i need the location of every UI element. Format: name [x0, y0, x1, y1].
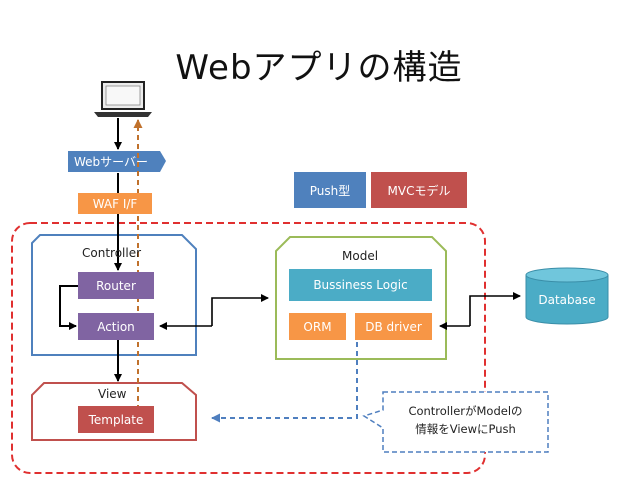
database-cylinder [525, 267, 609, 325]
waf-if-box: WAF I/F [78, 193, 152, 214]
database-label: Database [538, 293, 596, 307]
push-type-box: Push型 [294, 172, 366, 208]
orm-box: ORM [289, 313, 346, 340]
view-label: View [98, 387, 127, 401]
mvc-model-box: MVCモデル [371, 172, 467, 208]
template-box: Template [78, 406, 154, 433]
callout-line-1: ControllerがModelの [408, 404, 523, 418]
web-server-shape [68, 151, 166, 172]
web-server-label: Webサーバー [74, 155, 149, 169]
push-path-arrow [211, 342, 358, 423]
callout-shape [362, 391, 549, 453]
laptop-icon [94, 81, 152, 117]
callout-line-2: 情報をViewにPush [415, 422, 516, 436]
arrow-action-to-model [211, 294, 269, 326]
page-title: Webアプリの構造 [175, 48, 463, 88]
business-logic-box: Bussiness Logic [289, 269, 432, 301]
router-box: Router [78, 272, 154, 299]
arrow-router-to-action [59, 285, 78, 330]
arrow-model-to-database [469, 292, 521, 326]
db-driver-box: DB driver [355, 313, 432, 340]
callout-text: ControllerがModelの 情報をViewにPush [385, 402, 546, 438]
model-label: Model [342, 249, 379, 263]
controller-label: Controller [82, 246, 142, 260]
mvc-region [11, 222, 486, 474]
action-box: Action [78, 313, 154, 340]
